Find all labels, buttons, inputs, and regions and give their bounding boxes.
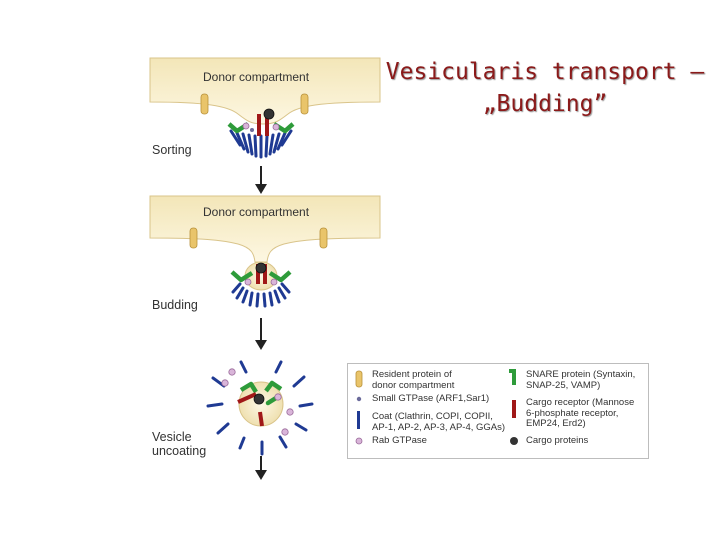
legend-text: Resident protein of [372, 369, 452, 380]
snare-protein-icon [230, 270, 254, 283]
rab-gtpase-icon [286, 408, 294, 416]
stage-label-line: Sorting [152, 143, 192, 157]
rab-gtpase-icon [270, 278, 278, 286]
snare-protein-icon [239, 381, 258, 394]
rab-gtpase-icon [228, 368, 236, 376]
legend-text: SNARE protein (Syntaxin, [526, 369, 636, 380]
legend-text: Cargo proteins [526, 435, 589, 446]
donor-compartment-label: Donor compartment [203, 70, 310, 84]
resident-protein-icon [200, 93, 209, 115]
slide-title-line1: Vesicularis transport – [385, 59, 705, 85]
rab-gtpase-icon [281, 428, 289, 436]
resident-protein-icon [189, 227, 198, 249]
legend-text: AP-1, AP-2, AP-3, AP-4, GGAs) [372, 421, 506, 433]
rab-gtpase-icon [355, 437, 363, 445]
small-gtpase-icon [356, 396, 362, 402]
donor-compartment-membrane [149, 195, 381, 263]
legend-snare: SNARE protein (Syntaxin, SNAP-25, VAMP) [526, 369, 636, 391]
small-gtpase-icon [250, 128, 254, 132]
legend-cargo-receptor: Cargo receptor (Mannose 6-phosphate rece… [526, 397, 635, 430]
legend-rab: Rab GTPase [372, 435, 427, 447]
snare-protein-icon [268, 270, 292, 283]
rab-gtpase-icon [221, 379, 229, 387]
legend-resident: Resident protein of donor compartment [372, 369, 455, 391]
legend-text: donor compartment [372, 379, 455, 391]
stage-label-budding: Budding [152, 298, 198, 312]
slide-title: Vesicularis transport – „Budding” [380, 56, 710, 120]
cargo-receptor-icon [263, 264, 267, 284]
cargo-receptor-icon [237, 392, 257, 404]
donor-compartment-membrane [149, 57, 381, 125]
donor-compartment-label: Donor compartment [203, 205, 310, 219]
rab-gtpase-icon [272, 123, 280, 131]
resident-protein-icon [319, 227, 328, 249]
legend-text: SNAP-25, VAMP) [526, 379, 601, 391]
uncoating-stage [206, 360, 314, 456]
legend-text: Rab GTPase [372, 435, 427, 446]
legend-text: EMP24, Erd2) [526, 418, 586, 429]
sorting-stage [149, 57, 381, 159]
cargo-receptor-icon [265, 114, 269, 136]
down-arrow-icon [255, 456, 267, 480]
coat-protein-icon [231, 282, 291, 308]
cargo-receptor-icon [257, 114, 261, 136]
resident-protein-icon [355, 370, 363, 388]
cargo-protein-icon [255, 262, 267, 274]
stage-label-uncoating: Vesicle uncoating [152, 430, 206, 458]
stage-label-line: uncoating [152, 444, 207, 458]
snare-protein-icon [264, 380, 283, 393]
stage-label-line: Vesicle [152, 430, 192, 444]
rab-gtpase-icon [244, 278, 252, 286]
legend-symbols [355, 369, 518, 445]
legend-text: Small GTPase (ARF1,Sar1) [372, 393, 490, 404]
rab-gtpase-icon [242, 122, 250, 130]
cargo-receptor-icon [258, 411, 264, 427]
coat-protein-icon [357, 411, 360, 429]
stage-label-sorting: Sorting [152, 143, 192, 157]
cargo-receptor-icon [256, 264, 260, 284]
cargo-receptor-icon [512, 400, 516, 418]
slide-title-line2: „Budding” [482, 91, 608, 117]
cargo-protein-icon [253, 393, 265, 405]
stage-label-line: Budding [152, 298, 198, 312]
down-arrow-icon [255, 166, 267, 194]
resident-protein-icon [300, 93, 309, 115]
snare-protein-icon [265, 395, 279, 406]
cargo-protein-icon [263, 108, 275, 120]
budding-stage [149, 195, 381, 308]
coat-protein-icon [229, 129, 293, 159]
coat-protein-icon [206, 360, 314, 456]
rab-gtpase-icon [274, 393, 282, 401]
legend-text: Coat (Clathrin, COPI, COPII, [372, 411, 493, 422]
legend-text: 6-phosphate receptor, [526, 407, 619, 419]
legend-coat: Coat (Clathrin, COPI, COPII, AP-1, AP-2,… [372, 411, 506, 433]
snare-protein-icon [509, 369, 516, 385]
cargo-protein-icon [510, 437, 518, 445]
down-arrow-icon [255, 318, 267, 350]
legend-cargo: Cargo proteins [526, 435, 589, 447]
legend-text: Cargo receptor (Mannose [526, 397, 635, 408]
legend-box: Resident protein of donor compartment Sm… [347, 363, 649, 459]
legend-small-gtpase: Small GTPase (ARF1,Sar1) [372, 393, 490, 405]
